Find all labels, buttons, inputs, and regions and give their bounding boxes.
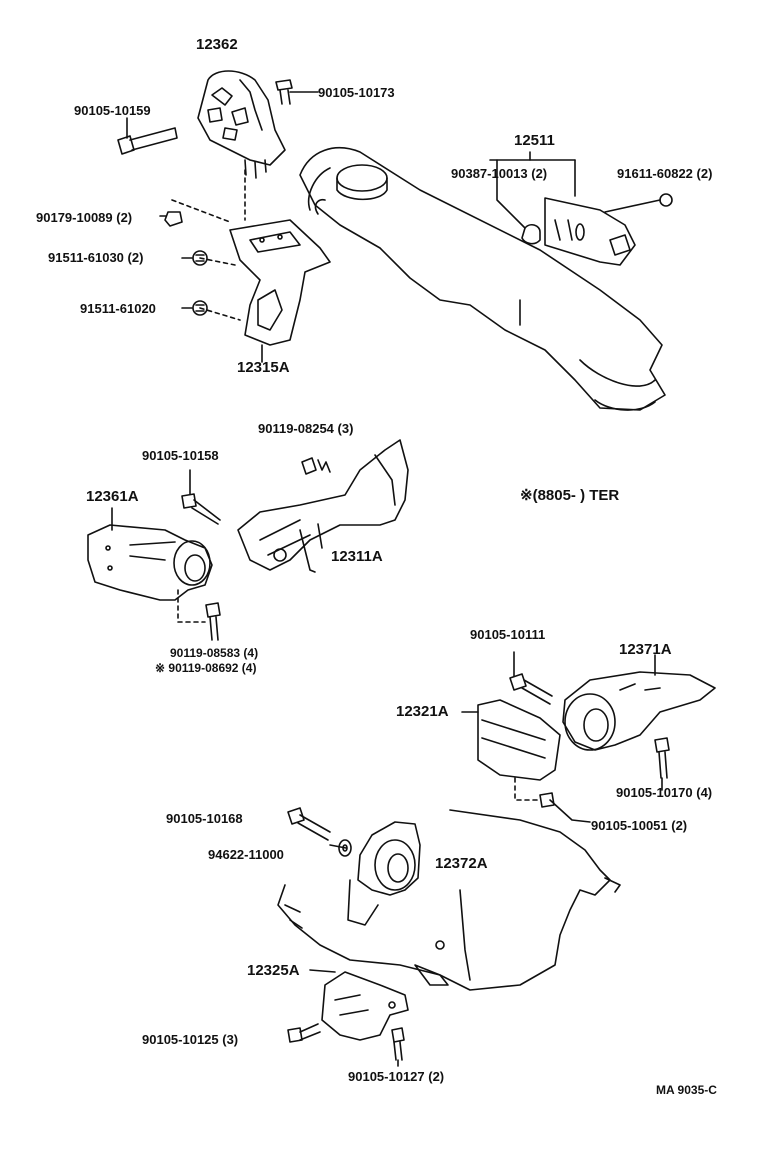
upper-guide-lines [171,169,246,321]
engine-upper-outline [299,147,666,411]
label-12315A: 12315A [237,359,290,376]
washer-94622-11000 [338,839,352,857]
label-90105-10125: 90105-10125 (3) [142,1032,239,1047]
engine-lower-outline [277,809,621,991]
label-94622-11000: 94622-11000 [208,847,284,862]
figure-code: MA 9035-C [656,1083,717,1097]
bolt-90105-10173 [275,79,319,105]
label-91511-61020: 91511-61020 [80,301,156,316]
label-12311A: 12311A [331,548,383,565]
model-note: ※(8805- ) TER [520,487,620,504]
label-12321A: 12321A [396,703,449,720]
bolt-90105-10111 [509,651,553,705]
label-90105-10111: 90105-10111 [470,627,546,642]
label-90105-10127: 90105-10127 (2) [348,1069,445,1084]
middle-guide-lines [177,589,206,623]
label-90387-10013: 90387-10013 (2) [451,166,548,181]
part-12371A-mount [562,654,716,751]
part-12325A-bracket [309,969,409,1041]
label-12325A: 12325A [247,962,300,979]
label-90105-10170: 90105-10170 (4) [616,785,713,800]
label-91611-60822: 91611-60822 (2) [617,166,713,181]
label-12362: 12362 [196,36,238,53]
part-12511-bracket [489,151,673,266]
nut-90179-10089 [159,211,183,227]
label-90119-08254: 90119-08254 (3) [258,421,354,436]
label-12372A: 12372A [435,855,488,872]
label-90105-10159: 90105-10159 [74,103,151,118]
bolt-90105-10168 [287,807,331,841]
part-12361A-mount [87,507,213,601]
bolt-90105-10125 [287,1023,321,1043]
label-12361A: 12361A [86,488,139,505]
label-12371A: 12371A [619,641,672,658]
part-12311A-member [237,439,409,573]
label-91511-61030: 91511-61030 (2) [48,250,144,265]
part-12362-mount [197,70,286,179]
bolt-90105-10051 [539,792,591,823]
bolt-90105-10170 [654,737,670,791]
label-12511: 12511 [514,132,555,149]
bolt-90105-10159 [117,117,178,155]
bolt-90105-10127 [391,1027,405,1067]
label-90105-10168: 90105-10168 [166,811,243,826]
label-90105-10173: 90105-10173 [318,85,395,100]
part-12372A-mount [329,821,421,926]
lower-guide-lines [514,777,541,801]
bolt-90105-10158 [181,469,221,525]
label-90105-10158: 90105-10158 [142,448,219,463]
bolt-90119-08583 [205,602,221,641]
part-12315A-bracket [229,219,331,363]
label-90105-10051: 90105-10051 (2) [591,818,688,833]
label-90119-08583: 90119-08583 (4) [170,646,259,660]
part-12321A-bracket [461,699,561,781]
nut-91511-61030 [181,250,208,266]
nut-91511-61020 [181,300,208,316]
label-90119-08692: ※ 90119-08692 (4) [155,661,257,675]
label-90179-10089: 90179-10089 (2) [36,210,133,225]
